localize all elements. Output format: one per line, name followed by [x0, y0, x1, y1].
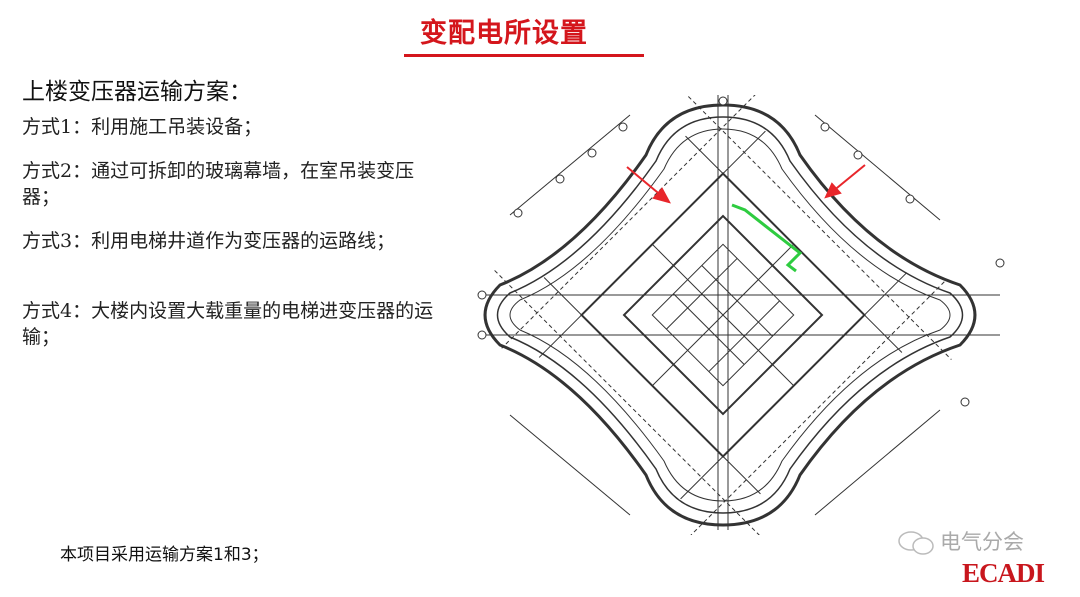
conclusion-text: 本项目采用运输方案1和3；	[60, 545, 269, 565]
transport-route	[731, 203, 803, 273]
floor-plan-drawing	[477, 95, 1005, 535]
wechat-icon	[898, 531, 934, 555]
section-heading: 上楼变压器运输方案：	[22, 79, 252, 105]
title-underline	[404, 54, 644, 57]
method-1: 方式1：利用施工吊装设备；	[22, 116, 263, 138]
ecadi-logo: ECADI	[962, 558, 1045, 588]
method-2: 方式2：通过可拆卸的玻璃幕墙，在室吊装变压器；	[22, 160, 415, 208]
method-4: 方式4：大楼内设置大载重量的电梯进变压器的运输；	[22, 300, 434, 348]
watermark-text: 电气分会	[940, 530, 1024, 554]
slide-title: 变配电所设置	[420, 18, 588, 49]
method-3: 方式3：利用电梯井道作为变压器的运路线；	[22, 230, 396, 252]
red-arrows	[626, 164, 866, 204]
